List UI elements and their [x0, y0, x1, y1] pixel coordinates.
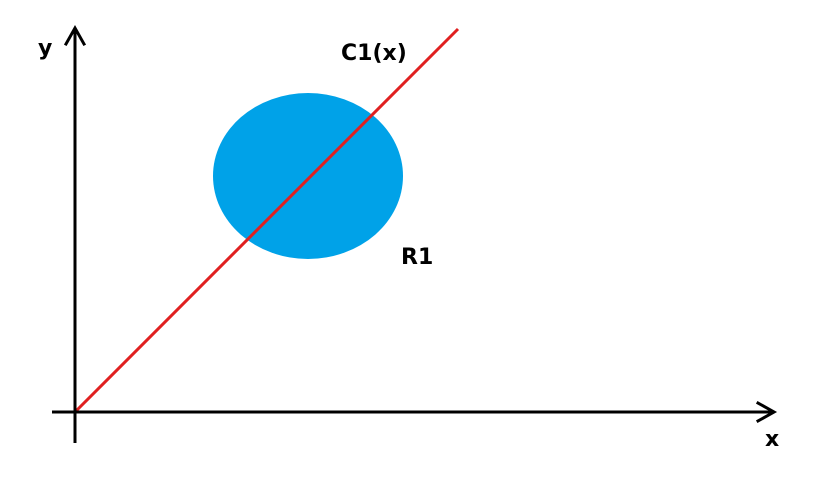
x-axis-label: x [765, 427, 779, 452]
line-label-c1: C1(x) [341, 41, 407, 66]
x-axis-arrowhead [755, 400, 778, 424]
line-c1 [73, 27, 460, 414]
y-axis-arrowhead [63, 24, 87, 47]
region-r1 [213, 93, 403, 259]
region-label-r1: R1 [401, 245, 433, 270]
y-axis-label: y [38, 36, 52, 61]
